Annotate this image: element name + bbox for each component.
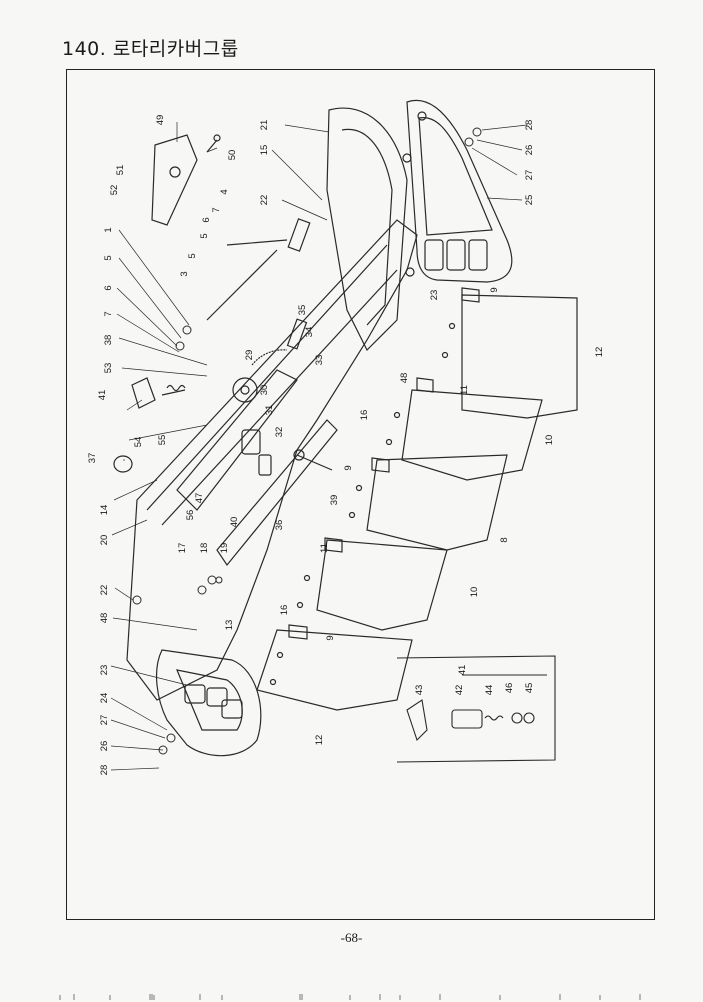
callout-9-repeat: 9: [325, 635, 336, 640]
page-number: -68-: [340, 930, 363, 945]
gear-mechanism: [206, 239, 333, 476]
callout-49: 49: [155, 115, 166, 126]
callout-11-repeat: 11: [319, 543, 330, 553]
callout-44: 44: [484, 685, 495, 696]
callout-52: 52: [109, 185, 120, 196]
callout-24: 24: [99, 693, 110, 704]
callout-32: 32: [274, 427, 285, 438]
callout-11: 11: [459, 385, 470, 395]
callout-34: 34: [304, 327, 315, 338]
callout-13: 13: [224, 620, 235, 631]
callout-33: 33: [314, 355, 325, 366]
callout-43: 43: [414, 685, 425, 696]
callout-36: 36: [274, 520, 285, 531]
callout-29: 29: [244, 350, 255, 361]
leader-lines: [110, 122, 528, 771]
window-guard-right: [402, 99, 513, 283]
callout-28-repeat: 28: [99, 765, 110, 776]
callout-15: 15: [259, 145, 270, 156]
cap-37: [113, 455, 133, 473]
callout-45: 45: [524, 683, 535, 694]
arm-bracket: [151, 134, 221, 226]
callout-7-repeat: 7: [211, 207, 222, 212]
callout-6-repeat: 6: [201, 217, 212, 222]
callout-26-repeat: 26: [99, 741, 110, 752]
flat-plates: [256, 294, 578, 711]
callout-50: 50: [227, 150, 238, 161]
callout-20: 20: [99, 535, 110, 546]
callout-40: 40: [229, 517, 240, 528]
callout-27: 27: [524, 170, 535, 181]
callout-4: 4: [219, 189, 230, 194]
callout-12-repeat: 12: [314, 735, 325, 746]
callout-17: 17: [177, 543, 188, 554]
callout-55: 55: [157, 435, 168, 446]
callout-56: 56: [185, 510, 196, 521]
callout-22-repeat: 22: [99, 585, 110, 596]
callout-16-repeat: 16: [279, 605, 290, 616]
page-title: 140. 로타리카버그룹: [62, 38, 239, 60]
callout-41: 41: [97, 390, 108, 401]
top-guard: [286, 107, 408, 352]
callout-19: 19: [219, 543, 230, 554]
callout-51: 51: [115, 165, 126, 176]
callout-47: 47: [194, 493, 205, 504]
fasteners: [132, 127, 482, 755]
callout-25: 25: [524, 195, 535, 206]
callout-54: 54: [133, 437, 144, 448]
callout-42: 42: [454, 685, 465, 696]
callout-12: 12: [594, 347, 605, 358]
callout-8: 8: [499, 537, 510, 542]
callout-31: 31: [264, 405, 275, 416]
callout-26: 26: [524, 145, 535, 156]
callout-46: 46: [504, 683, 515, 694]
callout-6: 6: [103, 285, 114, 290]
scan-edge-noise: [59, 994, 641, 1000]
callout-14: 14: [99, 505, 110, 516]
callout-10: 10: [544, 435, 555, 446]
callout-38: 38: [103, 335, 114, 346]
callout-39: 39: [329, 495, 340, 506]
callout-1: 1: [103, 227, 114, 232]
callout-22: 22: [259, 195, 270, 206]
callout-5-repeat: 5: [187, 253, 198, 258]
callout-41-repeat: 41: [457, 665, 468, 676]
callout-23: 23: [429, 290, 440, 301]
callout-35: 35: [297, 305, 308, 316]
callout-5: 5: [103, 255, 114, 260]
callout-48-repeat: 48: [99, 613, 110, 624]
callout-9: 9: [489, 287, 500, 292]
spring-latch-41: [131, 377, 186, 409]
callout-3: 3: [179, 271, 190, 276]
callout-5-repeat: 5: [199, 233, 210, 238]
callout-37: 37: [87, 453, 98, 464]
callout-23-repeat: 23: [99, 665, 110, 676]
callout-27-repeat: 27: [99, 715, 110, 726]
callout-30: 30: [259, 385, 270, 396]
callout-10-repeat: 10: [469, 587, 480, 598]
callout-48: 48: [399, 373, 410, 384]
callout-21: 21: [259, 120, 270, 131]
callout-53: 53: [103, 363, 114, 374]
callout-28: 28: [524, 120, 535, 131]
callout-9-repeat: 9: [343, 465, 354, 470]
callout-18: 18: [199, 543, 210, 554]
small-brackets: [288, 287, 480, 640]
inset-detail-41: [396, 655, 556, 763]
window-guard-left: [156, 649, 262, 757]
callout-16: 16: [359, 410, 370, 421]
callout-7: 7: [103, 311, 114, 316]
